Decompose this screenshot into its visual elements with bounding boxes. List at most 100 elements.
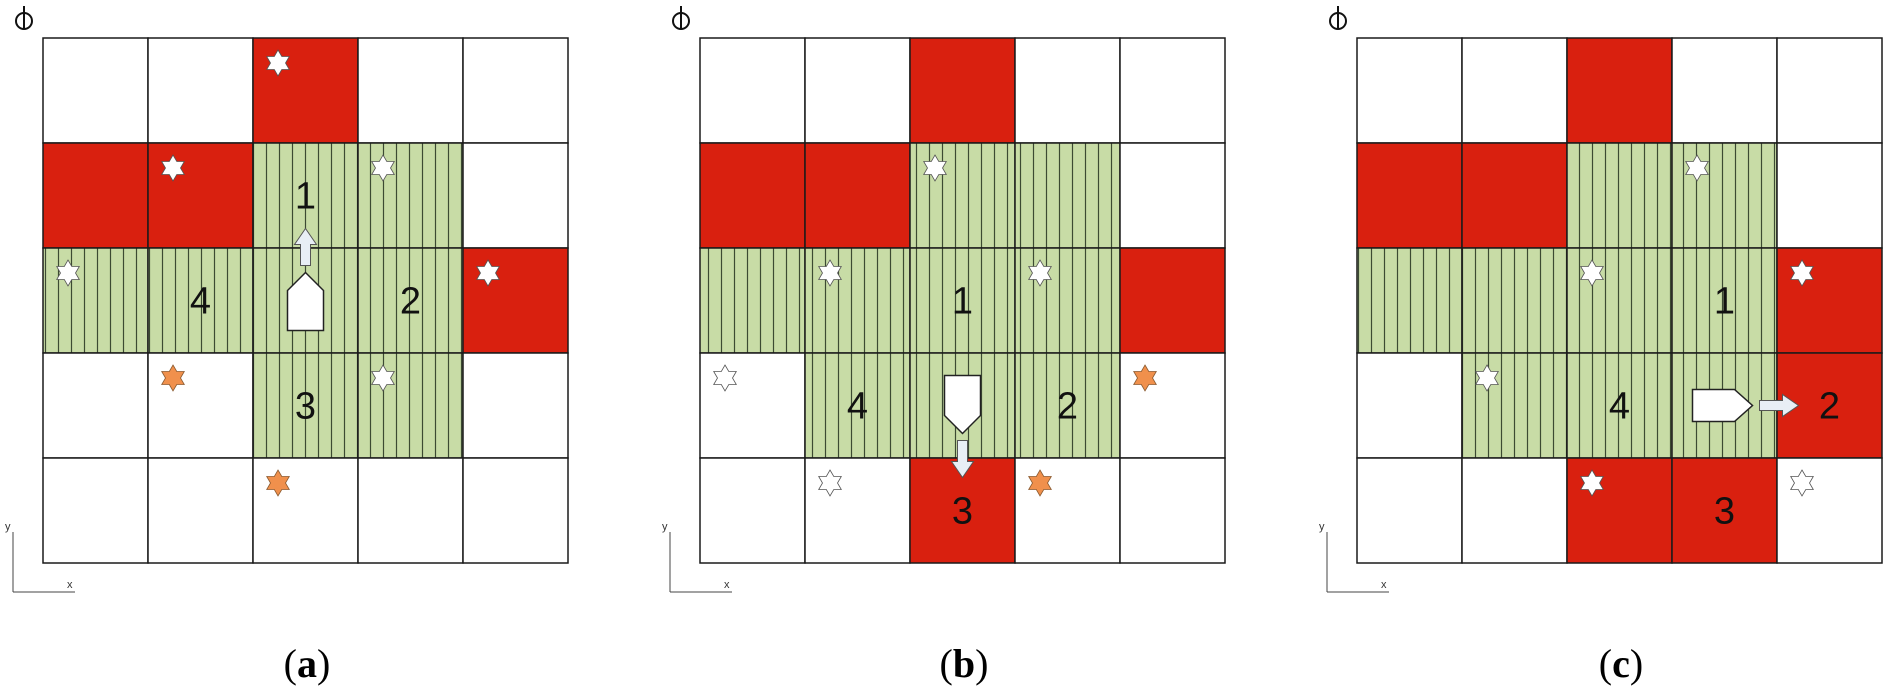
cell-number-2: 2	[1057, 386, 1078, 428]
grid-cell-free	[462, 142, 569, 249]
grid-cell-explored	[1014, 247, 1121, 354]
star-white-icon	[1685, 154, 1709, 182]
grid-cell-explored	[1014, 142, 1121, 249]
direction-arrow-icon	[1759, 393, 1800, 418]
grid-cell-free	[42, 37, 149, 144]
star-orange-icon	[1133, 364, 1157, 392]
grid-cell-free	[1461, 457, 1568, 564]
grid-cell-blocked	[699, 142, 806, 249]
star-white-icon	[1580, 469, 1604, 497]
cell-number-1: 1	[1714, 281, 1735, 323]
grid-cell-free	[1776, 457, 1883, 564]
grid-cell-blocked	[1119, 247, 1226, 354]
star-white-icon	[713, 364, 737, 392]
cell-number-1: 1	[295, 176, 316, 218]
star-white-icon	[56, 259, 80, 287]
robot-pentagon-icon	[943, 374, 982, 435]
grid-cell-free	[1119, 352, 1226, 459]
grid-cell-blocked	[252, 37, 359, 144]
grid-cell-explored	[357, 352, 464, 459]
grid-cell-explored	[1566, 352, 1673, 459]
grid-cell-free	[804, 37, 911, 144]
grid-cell-blocked	[1566, 457, 1673, 564]
star-white-icon	[923, 154, 947, 182]
grid-cell-free	[1776, 142, 1883, 249]
grid-cell-free	[42, 352, 149, 459]
cell-number-4: 4	[1609, 386, 1630, 428]
grid-cell-blocked	[909, 37, 1016, 144]
caption-panel-a: (a)	[283, 641, 331, 686]
grid-cell-explored	[1566, 247, 1673, 354]
star-orange-icon	[161, 364, 185, 392]
y-axis-label: y	[5, 521, 11, 533]
direction-arrow-icon	[950, 440, 975, 479]
cell-number-3: 3	[1714, 491, 1735, 533]
grid-cell-blocked	[147, 142, 254, 249]
y-axis-label: y	[1319, 521, 1325, 533]
grid-cell-free	[462, 457, 569, 564]
grid-cell-explored	[699, 247, 806, 354]
grid-cell-free	[147, 457, 254, 564]
grid-cell-free	[804, 457, 911, 564]
grid-cell-free	[1776, 37, 1883, 144]
star-white-icon	[1790, 469, 1814, 497]
star-orange-icon	[1028, 469, 1052, 497]
grid-cell-free	[1119, 142, 1226, 249]
grid-cell-blocked	[1671, 457, 1778, 564]
grid-cell-explored	[1671, 247, 1778, 354]
star-white-icon	[1028, 259, 1052, 287]
grid-cell-explored	[804, 247, 911, 354]
grid-cell-free	[699, 352, 806, 459]
star-white-icon	[161, 154, 185, 182]
grid-cell-free	[1461, 37, 1568, 144]
star-white-icon	[818, 469, 842, 497]
grid-cell-explored	[147, 247, 254, 354]
grid-cell-free	[147, 37, 254, 144]
grid-cell-explored	[357, 142, 464, 249]
star-white-icon	[371, 364, 395, 392]
star-white-icon	[818, 259, 842, 287]
cell-number-4: 4	[190, 281, 211, 323]
grid-cell-free	[357, 457, 464, 564]
grid-cell-blocked	[462, 247, 569, 354]
grid-cell-blocked	[1776, 247, 1883, 354]
grid-cell-free	[1119, 37, 1226, 144]
star-orange-icon	[266, 469, 290, 497]
cell-number-2: 2	[400, 281, 421, 323]
grid-cell-free	[699, 457, 806, 564]
grid-cell-free	[252, 457, 359, 564]
grid-cell-free	[1119, 457, 1226, 564]
grid-cell-free	[42, 457, 149, 564]
grid-cell-explored	[1014, 352, 1121, 459]
grid-cell-blocked	[804, 142, 911, 249]
caption-panel-c: (c)	[1598, 641, 1644, 686]
star-white-icon	[266, 49, 290, 77]
cell-number-3: 3	[295, 386, 316, 428]
grid-cell-explored	[357, 247, 464, 354]
grid-cell-free	[147, 352, 254, 459]
grid-cell-blocked	[1461, 142, 1568, 249]
cell-number-3: 3	[952, 491, 973, 533]
grid-cell-free	[357, 37, 464, 144]
cell-number-4: 4	[847, 386, 868, 428]
grid-cell-free	[1356, 352, 1463, 459]
grid-cell-free	[1014, 457, 1121, 564]
grid-cell-free	[462, 352, 569, 459]
grid-cell-free	[1356, 37, 1463, 144]
robot-pentagon-icon	[286, 271, 325, 332]
star-white-icon	[1790, 259, 1814, 287]
caption-panel-b: (b)	[939, 641, 989, 686]
star-white-icon	[1580, 259, 1604, 287]
star-white-icon	[371, 154, 395, 182]
grid-cell-explored	[1461, 247, 1568, 354]
cell-number-2: 2	[1819, 386, 1840, 428]
grid-cell-free	[1671, 37, 1778, 144]
star-white-icon	[476, 259, 500, 287]
grid-cell-explored	[1356, 247, 1463, 354]
grid-cell-free	[699, 37, 806, 144]
grid-cell-blocked	[1566, 37, 1673, 144]
